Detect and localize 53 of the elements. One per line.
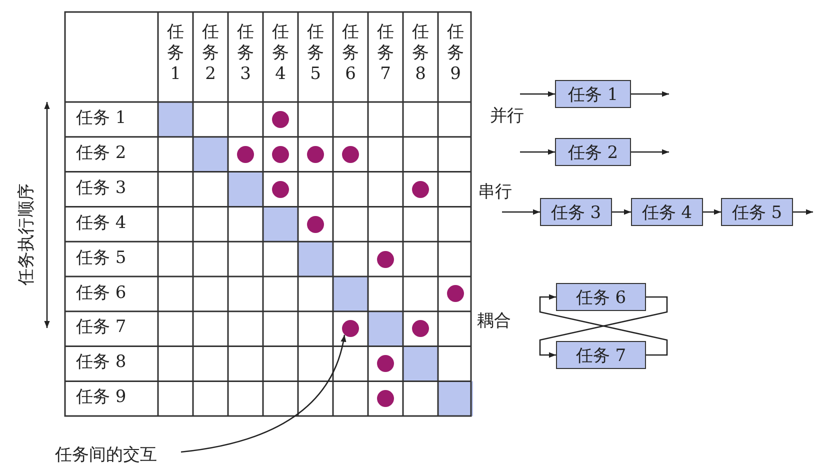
- interaction-dot: [342, 146, 359, 163]
- task-box: 任务 1: [555, 80, 631, 108]
- column-header: 任务 2: [201, 22, 220, 85]
- column-header: 任务 5: [306, 22, 325, 85]
- axis-label: 任务执行顺序: [18, 182, 36, 288]
- arrow: [793, 209, 813, 215]
- task-box: 任务 3: [540, 198, 612, 226]
- interaction-dot: [342, 320, 359, 338]
- task-box: 任务 2: [555, 138, 631, 166]
- task-box: 任务 5: [721, 198, 793, 226]
- interaction-dot: [447, 285, 464, 302]
- group-label: 并行: [490, 108, 524, 125]
- interaction-dot: [377, 390, 394, 408]
- arrow: [520, 91, 555, 97]
- leader-line: [180, 334, 346, 453]
- interaction-dot: [377, 250, 394, 268]
- interaction-dot: [377, 355, 394, 372]
- row-header: 任务 8: [76, 354, 126, 372]
- interaction-dot: [412, 320, 429, 338]
- interaction-dot: [272, 180, 289, 198]
- arrow: [520, 149, 555, 155]
- interaction-dot: [237, 146, 254, 163]
- column-header: 任务 7: [376, 22, 395, 85]
- group-label: 串行: [478, 184, 512, 201]
- row-header: 任务 3: [76, 180, 126, 197]
- row-header: 任务 4: [76, 214, 126, 232]
- callout-text: 任务间的交互: [55, 447, 157, 464]
- row-header: 任务 5: [76, 250, 126, 267]
- arrow: [612, 209, 631, 215]
- column-header: 任务 8: [411, 22, 430, 85]
- column-header: 任务 1: [166, 22, 185, 85]
- column-header: 任务 4: [271, 22, 290, 85]
- arrow: [502, 209, 540, 215]
- interaction-dot: [272, 146, 289, 163]
- column-header: 任务 6: [341, 22, 360, 85]
- interaction-dot: [307, 146, 324, 163]
- task-box: 任务 4: [631, 198, 703, 226]
- interaction-dot: [412, 180, 429, 198]
- arrow: [631, 91, 669, 97]
- row-header: 任务 7: [76, 319, 126, 336]
- arrow: [703, 209, 721, 215]
- row-header: 任务 9: [76, 389, 126, 406]
- arrow: [631, 149, 669, 155]
- task-box: 任务 6: [556, 283, 646, 311]
- row-header: 任务 1: [76, 110, 126, 127]
- task-box: 任务 7: [556, 341, 646, 369]
- column-header: 任务 3: [236, 22, 255, 85]
- interaction-dot: [307, 216, 324, 233]
- interaction-dot: [272, 110, 289, 128]
- row-header: 任务 2: [76, 144, 126, 162]
- column-header: 任务 9: [446, 22, 465, 85]
- row-header: 任务 6: [76, 284, 126, 302]
- group-label: 耦合: [477, 313, 511, 330]
